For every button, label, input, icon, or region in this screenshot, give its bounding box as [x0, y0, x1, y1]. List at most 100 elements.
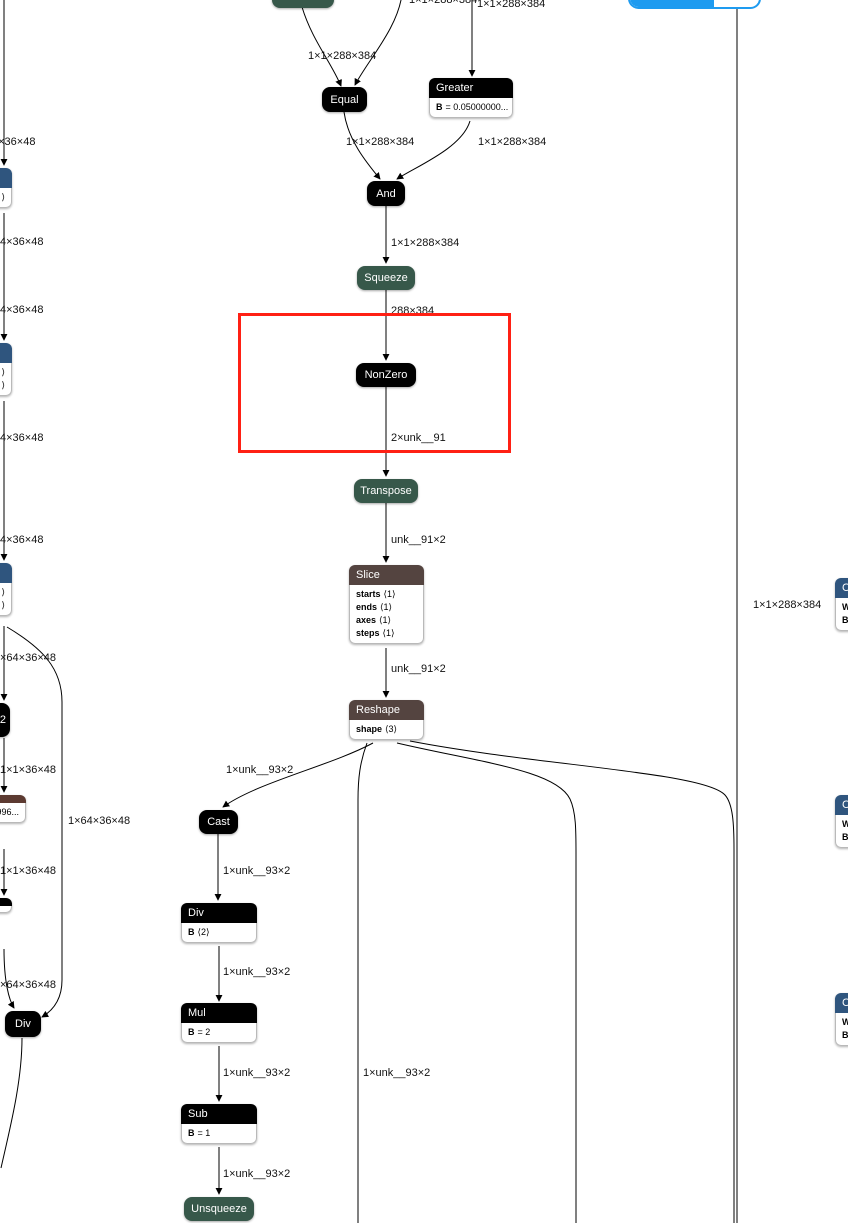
tensor-shape-label-9[interactable]: unk__91×2	[391, 663, 446, 675]
node-attribute-row: B	[842, 832, 848, 842]
graph-edge-10	[222, 742, 374, 808]
tensor-shape-label-25[interactable]: 1×1×36×48	[0, 865, 56, 877]
node-div-left[interactable]: Div	[5, 1011, 41, 1037]
node-header: Conv	[835, 993, 848, 1013]
node-transpose[interactable]: Transpose	[354, 479, 418, 503]
node-conv-left-1[interactable]: Conv⟩	[0, 168, 12, 208]
node-attributes: B= 0.05000000...	[429, 98, 513, 118]
node-header: Mul	[181, 1003, 257, 1023]
node-conv-right-1[interactable]: ConvWB	[835, 578, 848, 631]
tensor-shape-label-15[interactable]: 1×unk__93×2	[363, 1067, 431, 1079]
tensor-shape-label-20[interactable]: 4×36×48	[0, 304, 44, 316]
node-conv-left-3[interactable]: Conv⟩⟩	[0, 563, 12, 616]
tensor-shape-label-19[interactable]: 4×36×48	[0, 236, 44, 248]
tensor-shape-label-22[interactable]: 4×36×48	[0, 534, 44, 546]
tensor-shape-label-0[interactable]: 1×1×288×384	[409, 0, 478, 6]
tensor-shape-label-12[interactable]: 1×unk__93×2	[223, 966, 291, 978]
node-attribute-row: B	[842, 615, 848, 625]
node-header: Conv	[835, 578, 848, 598]
node-attributes: B= 1	[181, 1124, 257, 1144]
node-attribute-row: W	[842, 819, 848, 829]
node-op-left-6[interactable]	[0, 898, 12, 913]
tensor-shape-label-2[interactable]: 1×1×288×384	[308, 50, 377, 62]
node-header: Slice	[349, 565, 424, 585]
tensor-shape-label-14[interactable]: 1×unk__93×2	[223, 1168, 291, 1180]
node-header	[0, 898, 12, 906]
node-attribute-row: ⟩	[1, 367, 5, 377]
node-attributes: 9996...	[0, 803, 26, 823]
node-conv-right-3[interactable]: ConvWB	[835, 993, 848, 1046]
node-conv-right-2[interactable]: ConvWB	[835, 795, 848, 848]
node-label: Squeeze	[364, 272, 408, 284]
node-label: NonZero	[364, 369, 408, 381]
node-attributes: B⟨2⟩	[181, 923, 257, 943]
node-attribute-row: ⟩	[1, 380, 5, 390]
node-attribute-row: steps⟨1⟩	[356, 628, 395, 638]
node-header: Greater	[429, 78, 513, 98]
node-attribute-row: W	[842, 1017, 848, 1027]
tensor-shape-label-3[interactable]: 1×1×288×384	[346, 136, 415, 148]
tensor-shape-label-23[interactable]: ×64×36×48	[0, 652, 56, 664]
node-nonzero[interactable]: NonZero	[356, 363, 416, 387]
node-op-left-partial[interactable]: 2	[0, 703, 10, 737]
tensor-shape-label-18[interactable]: 4×36×48	[0, 136, 36, 148]
node-attributes: shape⟨3⟩	[349, 720, 424, 740]
tensor-shape-label-1[interactable]: 1×1×288×384	[477, 0, 546, 10]
node-label: Equal	[330, 93, 359, 106]
node-label: 2	[0, 714, 6, 726]
tensor-shape-label-5[interactable]: 1×1×288×384	[391, 237, 460, 249]
node-attribute-row: starts⟨1⟩	[356, 589, 396, 599]
node-header: Conv	[0, 563, 12, 583]
tensor-shape-label-13[interactable]: 1×unk__93×2	[223, 1067, 291, 1079]
graph-edge-0	[301, 6, 342, 87]
tensor-shape-label-11[interactable]: 1×unk__93×2	[223, 865, 291, 877]
node-attribute-row: B	[842, 1030, 848, 1040]
node-unsqueeze[interactable]: Unsqueeze	[184, 1197, 254, 1221]
tensor-shape-label-16[interactable]: 1×1×288×384	[753, 599, 822, 611]
node-attribute-row: B⟨2⟩	[188, 927, 210, 937]
tensor-shape-label-4[interactable]: 1×1×288×384	[478, 136, 547, 148]
node-attributes: ⟩⟩	[0, 583, 12, 616]
node-label: Transpose	[360, 485, 412, 497]
toolbar-toggle-pill[interactable]	[628, 0, 761, 9]
tensor-shape-label-7[interactable]: 2×unk__91	[391, 432, 446, 444]
node-header: Sub	[181, 1104, 257, 1124]
node-squeeze[interactable]: Squeeze	[357, 266, 415, 290]
tensor-shape-label-10[interactable]: 1×unk__93×2	[226, 764, 294, 776]
node-label: MaxPool	[282, 0, 325, 3]
node-equal[interactable]: Equal	[322, 87, 367, 112]
node-slice[interactable]: Slice starts⟨1⟩ ends⟨1⟩ axes⟨1⟩ steps⟨1⟩	[349, 565, 424, 644]
tensor-shape-label-17[interactable]: 1×64×36×48	[68, 815, 131, 827]
node-maxpool[interactable]: MaxPool	[272, 0, 334, 8]
node-attributes: ⟩	[0, 188, 12, 208]
toggle-fill-indicator	[630, 0, 714, 7]
node-attribute-row: axes⟨1⟩	[356, 615, 392, 625]
graph-edge-17	[409, 740, 735, 1223]
node-attribute-row: ⟩	[1, 192, 5, 202]
tensor-shape-label-26[interactable]: ×64×36×48	[0, 979, 56, 991]
node-label: Cast	[207, 816, 230, 828]
tensor-shape-label-21[interactable]: 4×36×48	[0, 432, 44, 444]
node-conv-left-2[interactable]: Conv⟩⟩	[0, 343, 12, 396]
node-attributes: ⟩⟩	[0, 363, 12, 396]
tensor-shape-label-24[interactable]: 1×1×36×48	[0, 764, 56, 776]
graph-edge-15	[357, 742, 368, 1223]
node-label: Div	[15, 1018, 31, 1030]
graph-edge-2	[354, 0, 402, 86]
node-label: Unsqueeze	[191, 1203, 247, 1215]
node-act-left-partial[interactable]: 9996...	[0, 795, 26, 823]
tensor-shape-label-8[interactable]: unk__91×2	[391, 534, 446, 546]
node-attribute-row: ends⟨1⟩	[356, 602, 393, 612]
graph-edge-16	[396, 742, 577, 1223]
node-cast[interactable]: Cast	[199, 810, 238, 834]
node-and[interactable]: And	[367, 181, 405, 206]
